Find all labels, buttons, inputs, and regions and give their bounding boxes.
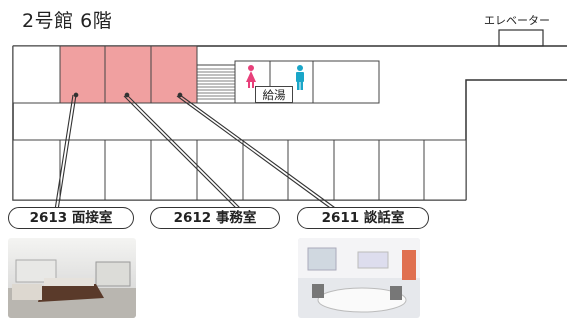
man-restroom-icon [296,65,304,90]
lower-rooms [12,139,467,201]
woman-restroom-icon [246,65,256,88]
room-2613-area [59,45,106,104]
kitchenette-label: 給湯 [255,86,293,103]
elevator-box [498,29,544,47]
room-upper-left [12,45,61,104]
room-2613-callout: 2613 面接室 [8,207,134,229]
outer-wall-right [465,79,567,200]
room-2612-callout: 2612 事務室 [150,207,280,229]
floor-title: 2号館 6階 [22,10,113,32]
elevator-label: エレベーター [484,14,550,27]
leader-lines [54,92,339,211]
stairs [196,64,236,104]
lounge-photo [298,238,420,318]
interview-room-photo [8,238,136,318]
room-2611-callout: 2611 談話室 [297,207,429,229]
room-2611-area [150,45,198,104]
